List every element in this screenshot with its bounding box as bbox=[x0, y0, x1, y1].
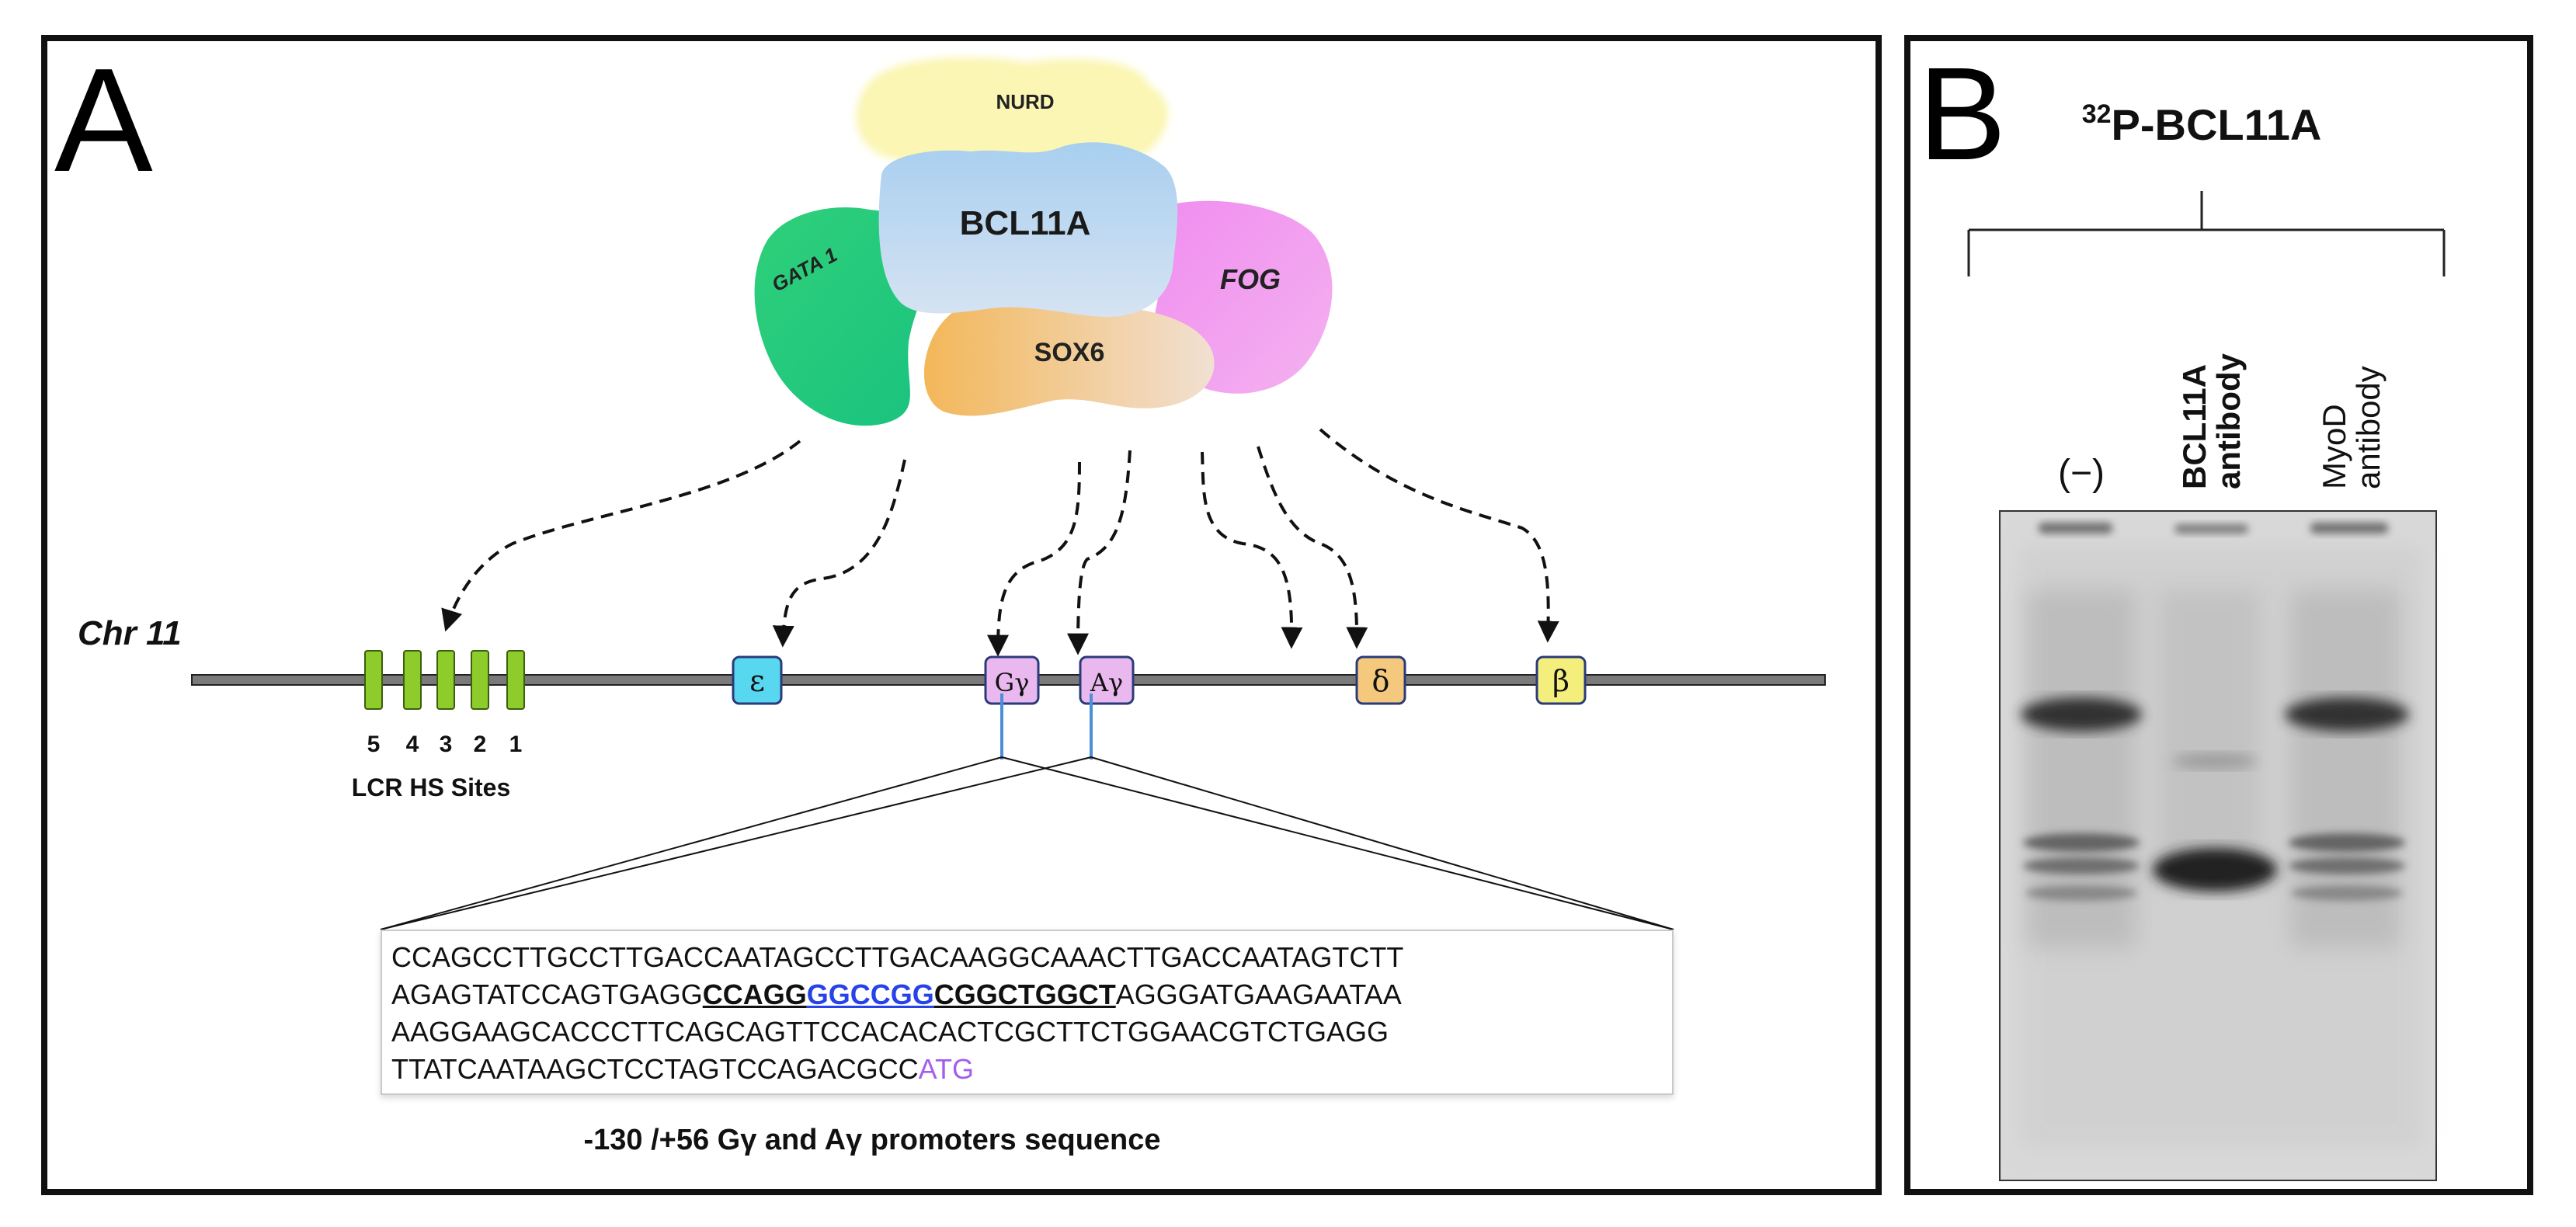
gene-boxes: ε Gγ Aγ δ β bbox=[732, 655, 1587, 705]
hs-site-bar bbox=[403, 650, 422, 710]
arrow-to-delta bbox=[1257, 446, 1368, 649]
protein-complex: NURD BCL11A GATA 1 FOG SOX6 bbox=[754, 57, 1333, 426]
arrow-to-a-gamma bbox=[1067, 450, 1132, 655]
sequence-line-2-a: AGAGTATCCAGTGAGG bbox=[391, 978, 703, 1010]
gene-box bbox=[732, 655, 783, 705]
arrow-to-lcr bbox=[441, 440, 801, 632]
zoom-line-left bbox=[380, 756, 1003, 930]
sequence-line-1: CCAGCCTTGCCTTGACCAATAGCCTTGACAAGGCAAACTT… bbox=[391, 941, 1404, 973]
binding-arrows bbox=[441, 428, 1559, 657]
arrow-to-g-gamma bbox=[987, 461, 1081, 657]
gene-label: Aγ bbox=[1090, 668, 1123, 697]
well-lane-1 bbox=[2039, 523, 2112, 534]
zoom-line-left-2 bbox=[380, 756, 1092, 930]
hs-site-number: 3 bbox=[440, 732, 453, 757]
sequence-line-4-a: TTATCAATAAGCTCCTAGTCCAGACGCC bbox=[391, 1053, 919, 1085]
probe-title-text: P-BCL11A bbox=[2112, 100, 2322, 149]
zoom-line-right bbox=[1001, 756, 1674, 930]
band-lower-lane-3a bbox=[2289, 833, 2405, 852]
promoter-zoom bbox=[380, 693, 1674, 930]
bcl11a-label: BCL11A bbox=[960, 204, 1091, 242]
panel-b-letter: B bbox=[1918, 40, 2006, 188]
band-faint-lane-2 bbox=[2172, 753, 2258, 769]
promoter-sequence-box: CCAGCCTTGCCTTGACCAATAGCCTTGACAAGGCAAACTT… bbox=[381, 930, 1674, 1095]
gene-label: β bbox=[1552, 664, 1570, 698]
sequence-line-2-d: CGGCTGGCT bbox=[933, 978, 1116, 1010]
lane-label-bcl11a-line2: antibody bbox=[2210, 353, 2247, 489]
lane-bracket bbox=[1967, 191, 2446, 276]
hs-site-bar bbox=[364, 650, 383, 710]
band-lower-lane-1c bbox=[2025, 885, 2137, 901]
well-lane-2 bbox=[2174, 524, 2248, 534]
fog-label: FOG bbox=[1220, 263, 1281, 295]
sox6-label: SOX6 bbox=[1034, 338, 1105, 367]
band-lower-lane-1a bbox=[2023, 833, 2140, 852]
hs-site-bar bbox=[436, 650, 455, 710]
lane-label-myod-line2: antibody bbox=[2350, 366, 2387, 489]
sequence-line-2-b: CCAGG bbox=[702, 978, 807, 1010]
sox6-shape bbox=[923, 299, 1215, 416]
start-codon: ATG bbox=[918, 1053, 974, 1085]
arrow-to-beta bbox=[1319, 428, 1559, 643]
band-lower-lane-1b bbox=[2023, 857, 2140, 874]
hs-site-bar bbox=[471, 650, 489, 710]
chromosome-label: Chr 11 bbox=[78, 614, 182, 652]
gene-box bbox=[984, 655, 1040, 705]
gene-label: δ bbox=[1372, 664, 1390, 698]
hs-site-number: 2 bbox=[474, 732, 487, 757]
lcr-hs-caption: LCR HS Sites bbox=[352, 773, 510, 801]
lane-label-control: (−) bbox=[2058, 453, 2105, 494]
band-complex-lane-3 bbox=[2285, 697, 2409, 732]
gene-box bbox=[1079, 655, 1135, 705]
nurd-label: NURD bbox=[996, 90, 1054, 113]
hs-site-bar bbox=[506, 650, 525, 710]
sequence-caption: -130 /+56 Gγ and Aγ promoters sequence bbox=[583, 1124, 1160, 1156]
sequence-line-2-e: AGGGATGAAGAATAA bbox=[1115, 978, 1402, 1010]
sequence-line-2: AGAGTATCCAGTGAGGCCAGGGGCCGGCGGCTGGCTAGGG… bbox=[391, 976, 1672, 1013]
gene-box bbox=[1355, 655, 1406, 705]
gene-box bbox=[1535, 655, 1587, 705]
hs-site-number: 1 bbox=[509, 732, 523, 757]
bcl11a-shape bbox=[878, 142, 1178, 318]
lane-label-bcl11a: BCL11A antibody bbox=[2176, 353, 2247, 489]
nurd-shape bbox=[856, 57, 1168, 165]
sequence-line-4: TTATCAATAAGCTCCTAGTCCAGACGCCATG bbox=[391, 1051, 1672, 1088]
sequence-line-2-c: GGCCGG bbox=[806, 978, 934, 1010]
probe-title: 32P-BCL11A bbox=[2082, 99, 2322, 149]
band-complex-lane-1 bbox=[2021, 697, 2142, 732]
gene-label: ε bbox=[749, 664, 765, 698]
hs-site-number: 5 bbox=[367, 732, 381, 757]
smear-lane-2 bbox=[2159, 590, 2260, 885]
probe-title-superscript: 32 bbox=[2082, 99, 2112, 129]
band-supershift-lane-2 bbox=[2153, 848, 2277, 892]
zoom-line-right-2 bbox=[1090, 756, 1674, 930]
arrow-to-intergenic bbox=[1201, 451, 1303, 649]
panel-a-letter: A bbox=[54, 38, 153, 203]
band-lower-lane-3c bbox=[2291, 885, 2403, 901]
lane-label-myod: MyoD antibody bbox=[2316, 366, 2387, 489]
well-lane-3 bbox=[2310, 523, 2388, 534]
sequence-line-3: AAGGAAGCACCCTTCAGCAGTTCCACACACTCGCTTCTGG… bbox=[391, 1016, 1389, 1048]
arrow-to-epsilon bbox=[772, 459, 906, 648]
gel-image bbox=[1999, 510, 2437, 1181]
lane-label-myod-line1: MyoD bbox=[2316, 404, 2352, 489]
gene-label: Gγ bbox=[995, 668, 1030, 697]
band-lower-lane-3b bbox=[2289, 857, 2405, 874]
hs-site-number: 4 bbox=[406, 732, 419, 757]
lane-label-bcl11a-line1: BCL11A bbox=[2176, 364, 2213, 489]
